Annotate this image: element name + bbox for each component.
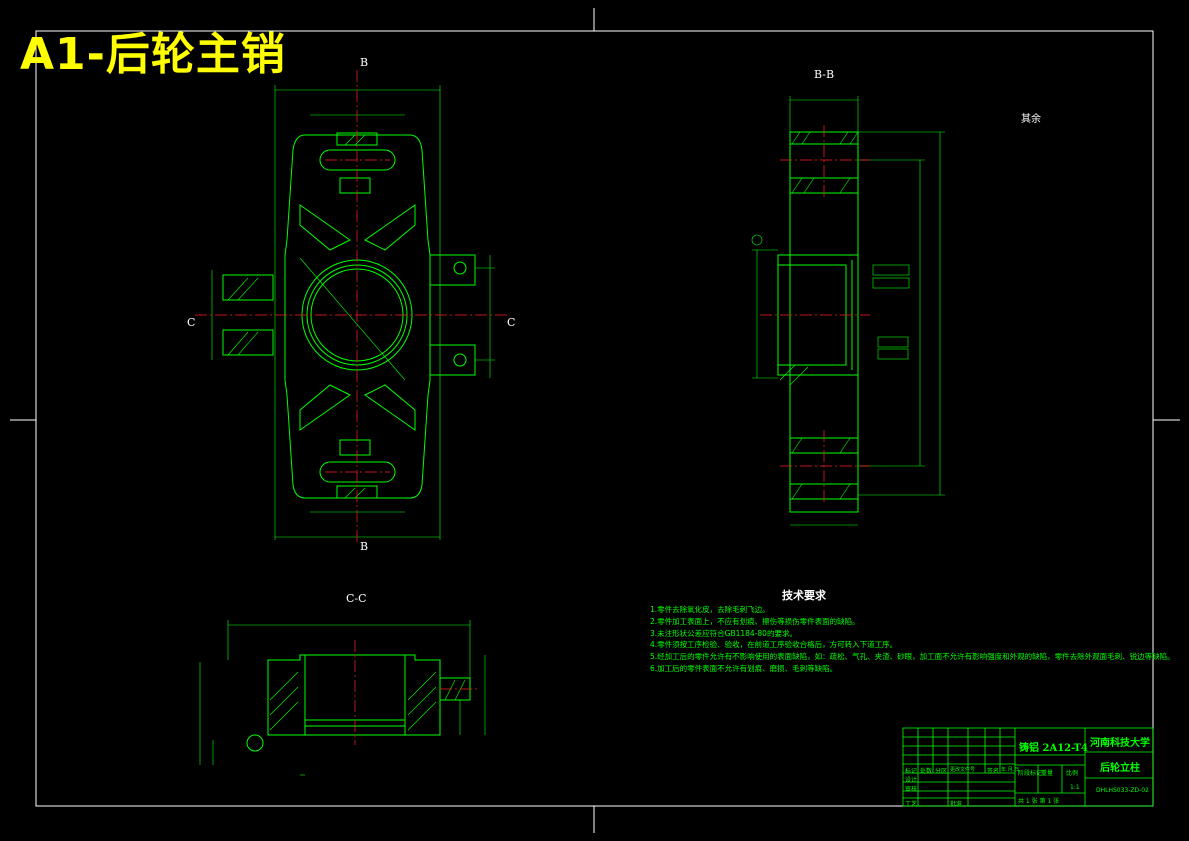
tech-requirements-list: 1.零件去除氧化皮，去除毛刺飞边。 2.零件加工表面上，不应有划痕、擦伤等损伤零… xyxy=(650,604,1175,675)
tech-requirement-item: 1.零件去除氧化皮，去除毛刺飞边。 xyxy=(650,605,770,614)
tech-requirement-item: 4.零件须按工序检验、验收，在前道工序验收合格后，方可转入下道工序。 xyxy=(650,640,898,650)
header-signature: 签名 xyxy=(987,768,1000,775)
title-block-grid xyxy=(902,727,1154,807)
weight-label: 重量 xyxy=(1041,770,1054,777)
scale-value: 1:1 xyxy=(1070,784,1080,791)
view-mark-b-top: B xyxy=(360,56,369,69)
drawing-number: DHLHS033-ZD-02 xyxy=(1096,787,1149,794)
section-cc xyxy=(199,620,486,776)
role-process: 工艺 xyxy=(905,801,918,808)
school-name: 河南科技大学 xyxy=(1090,738,1150,749)
view-mark-c-left: C xyxy=(187,316,196,329)
view-mark-b-bottom: B xyxy=(360,540,369,553)
stage-mark-label: 阶段标记 xyxy=(1018,770,1043,777)
header-count: 处数 xyxy=(920,768,933,775)
cc-centerlines xyxy=(354,640,478,745)
material-label: 铸铝 2A12-T4 xyxy=(1019,743,1089,754)
front-centerlines xyxy=(195,70,510,545)
sheet-count: 共 1 张 第 1 张 xyxy=(1018,798,1060,805)
header-date: 年.月.日 xyxy=(1001,767,1020,773)
tech-requirements-title: 技术要求 xyxy=(782,589,826,602)
tech-requirement-item: 6.加工后的零件表面不允许有划痕、磨损、毛刺等缺陷。 xyxy=(650,663,838,673)
role-review: 审核 xyxy=(905,786,918,793)
header-zone: 分区 xyxy=(935,768,948,775)
view-mark-c-right: C xyxy=(507,316,516,329)
role-approve: 批准 xyxy=(950,801,963,808)
bb-centerlines xyxy=(760,125,870,505)
section-bb-label: B-B xyxy=(814,68,835,81)
scale-label: 比例 xyxy=(1066,770,1079,777)
tech-requirement-item: 3.未注形状公差应符合GB1184-80的要求。 xyxy=(650,628,797,638)
section-cc-label: C-C xyxy=(346,592,367,605)
tech-requirement-item: 5.经加工后的零件允许有不影响使用的表面缺陷，如：疏松、气孔、夹渣、砂眼，加工面… xyxy=(650,652,1175,662)
header-mark: 标记 xyxy=(905,768,918,775)
sheet-frame xyxy=(10,8,1180,833)
tech-requirement-item: 2.零件加工表面上，不应有划痕、擦伤等损伤零件表面的缺陷。 xyxy=(650,616,860,626)
part-name: 后轮立柱 xyxy=(1100,763,1140,774)
sheet-title: A1-后轮主销 xyxy=(20,29,286,80)
role-design: 设计 xyxy=(905,777,918,784)
header-change-doc: 更改文件号 xyxy=(950,767,976,773)
section-bb xyxy=(751,96,945,526)
surface-finish-note: 其余 xyxy=(1021,114,1041,125)
